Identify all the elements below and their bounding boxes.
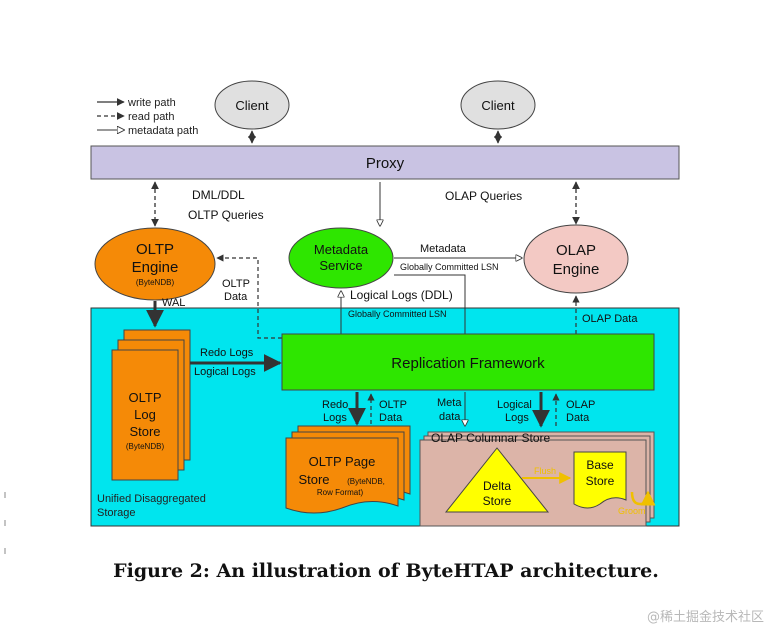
proxy-label: Proxy — [366, 155, 405, 172]
edge-redo-logs-2b: Logs — [323, 412, 347, 424]
base-store — [573, 451, 627, 509]
oltp-page-store-sub-2: Row Format) — [317, 488, 364, 497]
edge-globally-committed-lsn-2: Globally Committed LSN — [348, 309, 447, 319]
edge-redo-logs-2a: Redo — [322, 399, 348, 411]
edge-flush: Flush — [534, 466, 556, 476]
oltp-engine-label-1: OLTP — [136, 241, 174, 258]
replication-framework-label: Replication Framework — [391, 355, 545, 372]
edge-oltp-data-2: Data — [224, 291, 248, 303]
legend-read-path: read path — [128, 111, 174, 123]
edge-meta-data-a: Meta — [437, 397, 462, 409]
edge-meta-data-b: data — [439, 411, 461, 423]
edge-logical-logs-2b: Logs — [505, 412, 529, 424]
legend: write path read path metadata path — [97, 97, 198, 137]
client-right-label: Client — [481, 98, 515, 113]
oltp-page-store — [285, 437, 399, 514]
proxy-box — [90, 145, 680, 180]
edge-logical-logs-ddl: Logical Logs (DDL) — [350, 288, 453, 302]
edge-redo-logs: Redo Logs — [200, 347, 254, 359]
delta-store-label-1: Delta — [483, 479, 511, 493]
oltp-log-store — [111, 349, 179, 481]
edge-olap-data-2b: Data — [566, 412, 590, 424]
edge-oltp-data-2a: OLTP — [379, 399, 407, 411]
client-left-label: Client — [235, 98, 269, 113]
storage-label-line2: Storage — [97, 507, 136, 519]
edge-metadata: Metadata — [420, 243, 467, 255]
olap-engine-node — [523, 224, 629, 294]
delta-store-label-2: Store — [483, 494, 512, 508]
watermark: @稀土掘金技术社区 — [646, 610, 764, 625]
metadata-service-node — [288, 227, 394, 289]
olap-engine-label-1: OLAP — [556, 242, 596, 259]
edge-groom: Groom — [618, 506, 646, 516]
oltp-page-store-label-2: Store — [298, 472, 329, 487]
client-left-node — [214, 80, 290, 130]
oltp-page-store-sub-1: (ByteNDB, — [347, 477, 385, 486]
edge-globally-committed-lsn: Globally Committed LSN — [400, 262, 499, 272]
metadata-service-label-1: Metadata — [314, 242, 369, 257]
edge-olap-data-top: OLAP Data — [582, 313, 638, 325]
storage-label-line1: Unified Disaggregated — [97, 493, 206, 505]
oltp-engine-sub: (ByteNDB) — [136, 278, 175, 287]
edge-oltp-data-1: OLTP — [222, 278, 250, 290]
groom-loop-icon — [630, 490, 656, 506]
oltp-log-store-sub: (ByteNDB) — [126, 442, 165, 451]
base-store-label-1: Base — [586, 458, 614, 472]
edge-oltp-queries: OLTP Queries — [188, 208, 264, 222]
oltp-log-store-label-2: Log — [134, 407, 156, 422]
base-store-label-2: Store — [586, 474, 615, 488]
replication-framework-box — [281, 333, 655, 391]
legend-write-path: write path — [127, 97, 176, 109]
figure-caption: Figure 2: An illustration of ByteHTAP ar… — [113, 560, 659, 582]
edge-logical-logs-2a: Logical — [497, 399, 532, 411]
metadata-service-label-2: Service — [319, 258, 362, 273]
edge-oltp-data-2b: Data — [379, 412, 403, 424]
delta-store — [444, 447, 550, 513]
edge-logical-logs: Logical Logs — [194, 366, 256, 378]
edge-dml-ddl: DML/DDL — [192, 188, 245, 202]
client-right-node — [460, 80, 536, 130]
legend-metadata-path: metadata path — [128, 125, 198, 137]
oltp-page-store-label-1: OLTP Page — [309, 454, 376, 469]
oltp-log-store-label-1: OLTP — [129, 390, 162, 405]
edge-olap-queries: OLAP Queries — [445, 189, 522, 203]
oltp-engine-node — [94, 227, 216, 301]
oltp-engine-label-2: Engine — [132, 259, 179, 276]
olap-columnar-store-label: OLAP Columnar Store — [431, 431, 550, 445]
oltp-log-store-label-3: Store — [129, 424, 160, 439]
edge-wal: WAL — [162, 297, 185, 309]
architecture-diagram: Unified Disaggregated Storage write path… — [4, 80, 680, 554]
olap-engine-label-2: Engine — [553, 261, 600, 278]
edge-olap-data-2a: OLAP — [566, 399, 595, 411]
